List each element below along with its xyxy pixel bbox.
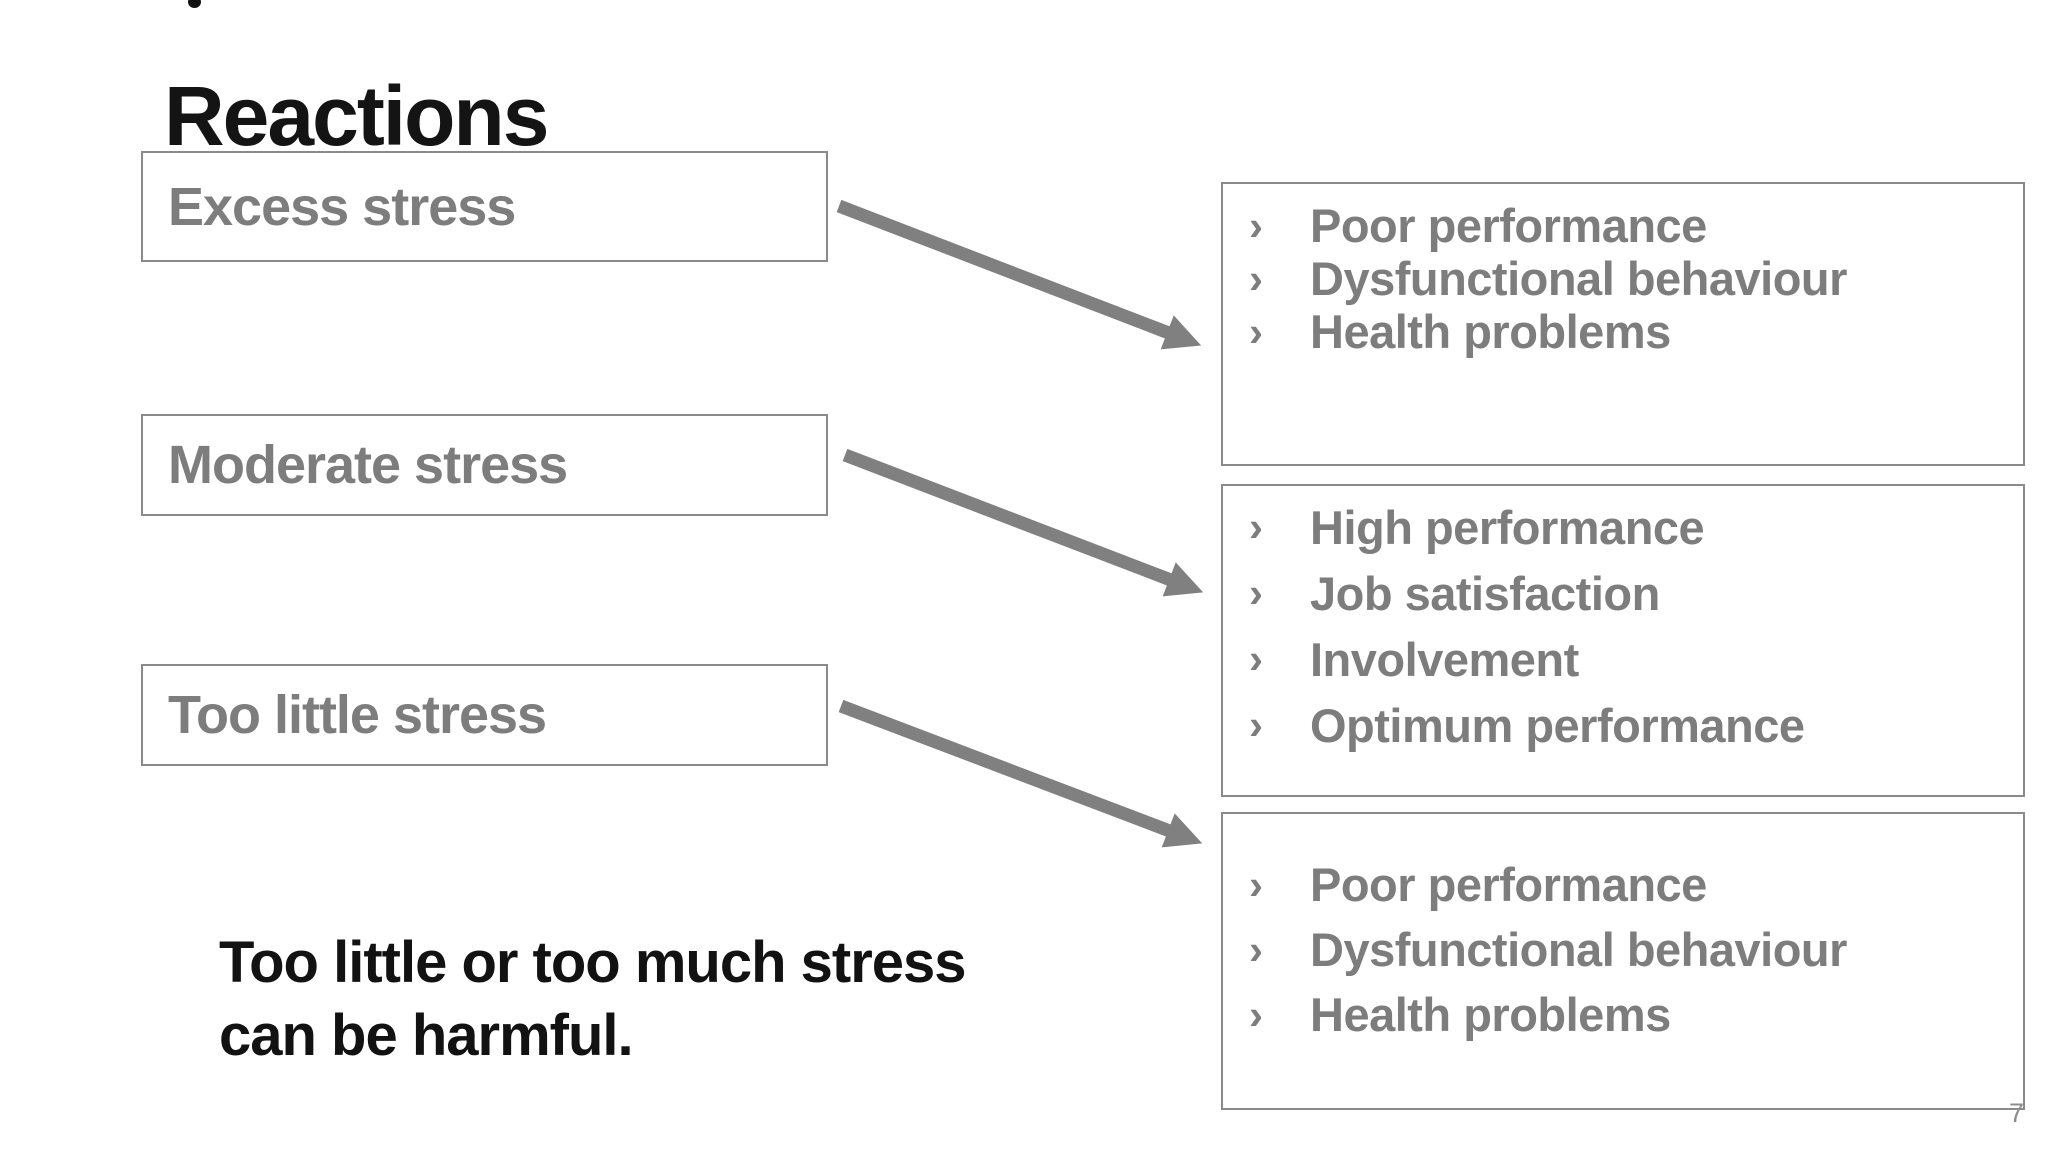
outcome-item: › Poor performance bbox=[1223, 852, 2023, 917]
chevron-bullet-icon: › bbox=[1249, 701, 1263, 748]
chevron-bullet-icon: › bbox=[1249, 990, 1263, 1038]
arrow-moderate-to-outcomes bbox=[842, 448, 1204, 597]
outcome-item-label: Poor performance bbox=[1310, 858, 1707, 911]
chevron-bullet-icon: › bbox=[1249, 307, 1263, 355]
stress-box-too-little: Too little stress bbox=[141, 664, 828, 766]
slide-title: Reactions bbox=[164, 69, 549, 164]
outcome-item: › Involvement bbox=[1223, 626, 2023, 692]
arrow-too-little-to-outcomes bbox=[838, 699, 1203, 848]
chevron-bullet-icon: › bbox=[1249, 254, 1263, 302]
outcome-item-label: Dysfunctional behaviour bbox=[1310, 923, 1847, 976]
outcome-item-label: Health problems bbox=[1310, 305, 1671, 358]
stress-box-label: Too little stress bbox=[168, 685, 547, 745]
stress-box-label: Moderate stress bbox=[168, 435, 568, 495]
chevron-bullet-icon: › bbox=[1249, 635, 1263, 682]
outcome-item: › Dysfunctional behaviour bbox=[1223, 917, 2023, 982]
summary-note-line: Too little or too much stress bbox=[219, 930, 967, 995]
stress-box-label: Excess stress bbox=[168, 176, 516, 237]
outcome-item-label: Poor performance bbox=[1310, 199, 1707, 252]
outcome-item-label: Dysfunctional behaviour bbox=[1310, 252, 1847, 305]
arrow-excess-to-outcomes bbox=[836, 199, 1202, 350]
outcome-item: › Optimum performance bbox=[1223, 692, 2023, 758]
chevron-bullet-icon: › bbox=[1249, 569, 1263, 616]
outcome-item: › Dysfunctional behaviour bbox=[1223, 252, 2023, 305]
summary-note-line: can be harmful. bbox=[219, 1003, 634, 1068]
chevron-bullet-icon: › bbox=[1249, 503, 1263, 550]
outcome-item: › Health problems bbox=[1223, 305, 2023, 358]
chevron-bullet-icon: › bbox=[1249, 201, 1263, 249]
stress-box-moderate: Moderate stress bbox=[141, 414, 828, 516]
outcome-box-excess: › Poor performance › Dysfunctional behav… bbox=[1221, 182, 2025, 466]
stress-box-excess: Excess stress bbox=[141, 151, 828, 262]
outcome-item-label: Involvement bbox=[1310, 632, 1579, 686]
chevron-bullet-icon: › bbox=[1249, 860, 1263, 908]
outcome-item-label: Optimum performance bbox=[1310, 698, 1805, 752]
summary-note: Too little or too much stress can be har… bbox=[219, 926, 967, 1072]
page-number: 7 bbox=[2008, 1098, 2024, 1128]
chevron-bullet-icon: › bbox=[1249, 925, 1263, 973]
outcome-item: › Health problems bbox=[1223, 982, 2023, 1047]
outcome-item-label: Health problems bbox=[1310, 988, 1671, 1041]
stray-ink-dot bbox=[188, 0, 201, 8]
outcome-item: › Poor performance bbox=[1223, 199, 2023, 252]
outcome-item: › Job satisfaction bbox=[1223, 560, 2023, 626]
outcome-item-label: High performance bbox=[1310, 500, 1705, 554]
outcome-item: › High performance bbox=[1223, 494, 2023, 560]
outcome-item-label: Job satisfaction bbox=[1310, 566, 1660, 620]
outcome-box-too-little: › Poor performance › Dysfunctional behav… bbox=[1221, 812, 2025, 1110]
outcome-box-moderate: › High performance › Job satisfaction › … bbox=[1221, 484, 2025, 797]
